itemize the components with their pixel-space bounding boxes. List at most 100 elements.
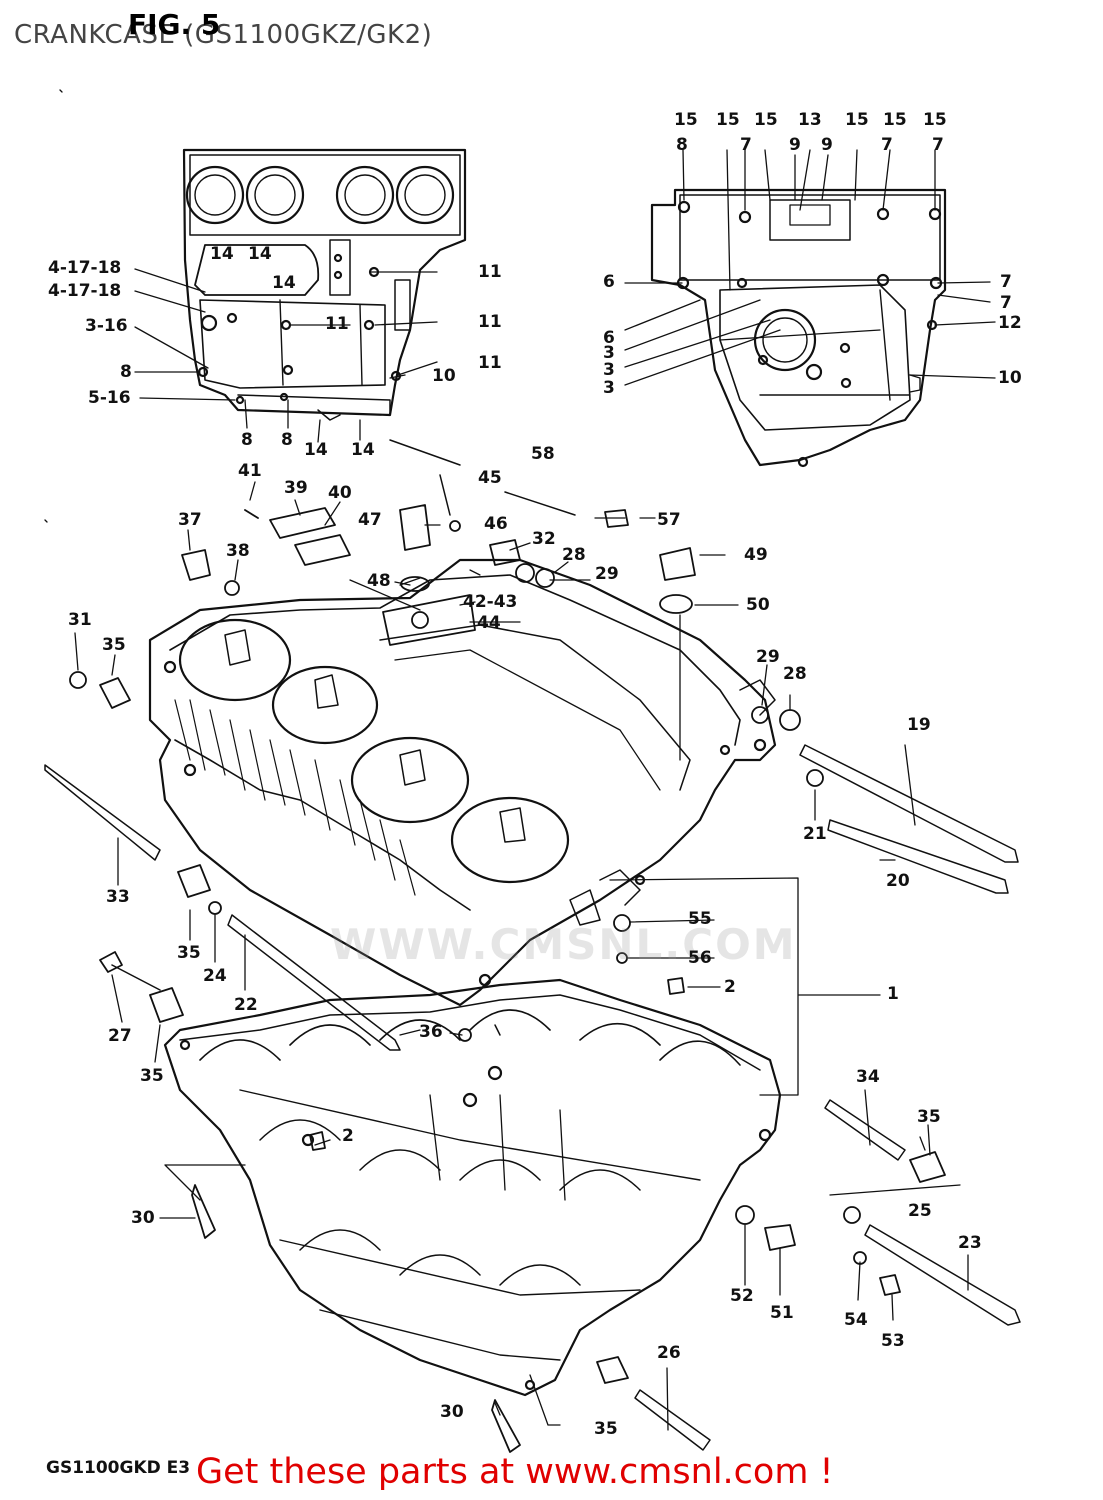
upper-case-top-view bbox=[182, 148, 467, 421]
callout-label: 49 bbox=[744, 545, 768, 565]
callout-label: 51 bbox=[770, 1303, 794, 1323]
callout-label: 42-43 bbox=[463, 592, 518, 612]
callout-label: 7 bbox=[932, 135, 944, 155]
callout-label: 13 bbox=[798, 110, 822, 130]
callout-label: 19 bbox=[907, 715, 931, 735]
callout-label: 6 bbox=[603, 272, 615, 292]
callout-label: 15 bbox=[845, 110, 869, 130]
callout-label: 44 bbox=[477, 613, 501, 633]
callout-label: 35 bbox=[140, 1066, 164, 1086]
callout-label: 9 bbox=[821, 135, 833, 155]
callout-label: 54 bbox=[844, 1310, 868, 1330]
callout-label: 52 bbox=[730, 1286, 754, 1306]
callout-label: 38 bbox=[226, 541, 250, 561]
watermark-text: WWW.CMSNL.COM bbox=[330, 920, 797, 969]
callout-label: 7 bbox=[1000, 272, 1012, 292]
callout-label: 26 bbox=[657, 1343, 681, 1363]
callout-label: 8 bbox=[120, 362, 132, 382]
lower-crankcase bbox=[163, 978, 782, 1397]
callout-label: 14 bbox=[304, 440, 328, 460]
callout-label: 23 bbox=[958, 1233, 982, 1253]
callout-label: 8 bbox=[241, 430, 253, 450]
callout-label: 50 bbox=[746, 595, 770, 615]
callout-label: 48 bbox=[367, 571, 391, 591]
callout-label: 11 bbox=[478, 312, 502, 332]
callout-label: 12 bbox=[998, 313, 1022, 333]
callout-label: 7 bbox=[1000, 293, 1012, 313]
callout-label: 39 bbox=[284, 478, 308, 498]
callout-label: 36 bbox=[419, 1022, 443, 1042]
callout-label: 37 bbox=[178, 510, 202, 530]
callout-label: 15 bbox=[923, 110, 947, 130]
callout-label: 40 bbox=[328, 483, 352, 503]
callout-label: 24 bbox=[203, 966, 227, 986]
callout-label: 14 bbox=[272, 273, 296, 293]
callout-label: 57 bbox=[657, 510, 681, 530]
callout-label: 15 bbox=[716, 110, 740, 130]
page-title: CRANKCASE (GS1100GKZ/GK2) bbox=[14, 20, 433, 50]
callout-label: 28 bbox=[562, 545, 586, 565]
callout-label: 11 bbox=[325, 314, 349, 334]
callout-label: 28 bbox=[783, 664, 807, 684]
callout-label: 15 bbox=[754, 110, 778, 130]
lower-case-bottom-view bbox=[650, 188, 947, 468]
upper-crankcase bbox=[148, 558, 777, 1007]
callout-label: 45 bbox=[478, 468, 502, 488]
callout-label: 14 bbox=[248, 244, 272, 264]
figure-number: FIG. 5 bbox=[128, 8, 221, 41]
callout-label: 2 bbox=[342, 1126, 354, 1146]
callout-label: 7 bbox=[881, 135, 893, 155]
callout-label: 3 bbox=[603, 378, 615, 398]
callout-label: 15 bbox=[674, 110, 698, 130]
callout-label: 53 bbox=[881, 1331, 905, 1351]
leader-lines bbox=[44, 89, 996, 1431]
callout-label: 55 bbox=[688, 909, 712, 929]
callout-label: 7 bbox=[740, 135, 752, 155]
diagram-code: GS1100GKD E3 bbox=[46, 1458, 191, 1478]
callout-label: 47 bbox=[358, 510, 382, 530]
callout-label: 4-17-18 bbox=[48, 281, 122, 301]
callout-label: 34 bbox=[856, 1067, 880, 1087]
callout-label: 32 bbox=[532, 529, 556, 549]
callout-label: 1 bbox=[887, 984, 899, 1004]
callout-label: 29 bbox=[595, 564, 619, 584]
callout-label: 10 bbox=[998, 368, 1022, 388]
callout-label: 14 bbox=[351, 440, 375, 460]
callout-label: 3 bbox=[603, 343, 615, 363]
callout-label: 29 bbox=[756, 647, 780, 667]
callout-label: 25 bbox=[908, 1201, 932, 1221]
small-parts bbox=[44, 439, 1021, 1453]
callout-label: 41 bbox=[238, 461, 262, 481]
callout-label: 46 bbox=[484, 514, 508, 534]
callout-label: 3-16 bbox=[85, 316, 128, 336]
callout-label: 2 bbox=[724, 977, 736, 997]
callout-label: 8 bbox=[676, 135, 688, 155]
callout-label: 35 bbox=[917, 1107, 941, 1127]
callout-label: 8 bbox=[281, 430, 293, 450]
callout-label: 56 bbox=[688, 948, 712, 968]
callout-label: 20 bbox=[886, 871, 910, 891]
promo-link[interactable]: Get these parts at www.cmsnl.com ! bbox=[196, 1452, 834, 1492]
callout-label: 5-16 bbox=[88, 388, 131, 408]
callout-label: 11 bbox=[478, 262, 502, 282]
callout-label: 15 bbox=[883, 110, 907, 130]
callout-label: 9 bbox=[789, 135, 801, 155]
callout-label: 6 bbox=[603, 328, 615, 348]
callout-label: 30 bbox=[131, 1208, 155, 1228]
callout-label: 35 bbox=[102, 635, 126, 655]
callout-label: 14 bbox=[210, 244, 234, 264]
callout-label: 4-17-18 bbox=[48, 258, 122, 278]
callout-label: 31 bbox=[68, 610, 92, 630]
callout-label: 33 bbox=[106, 887, 130, 907]
callout-label: 30 bbox=[440, 1402, 464, 1422]
callout-label: 3 bbox=[603, 360, 615, 380]
callout-label: 21 bbox=[803, 824, 827, 844]
callout-label: 27 bbox=[108, 1026, 132, 1046]
callout-label: 58 bbox=[531, 444, 555, 464]
callout-label: 10 bbox=[432, 366, 456, 386]
callout-label: 35 bbox=[177, 943, 201, 963]
callout-label: 22 bbox=[234, 995, 258, 1015]
callout-label: 11 bbox=[478, 353, 502, 373]
